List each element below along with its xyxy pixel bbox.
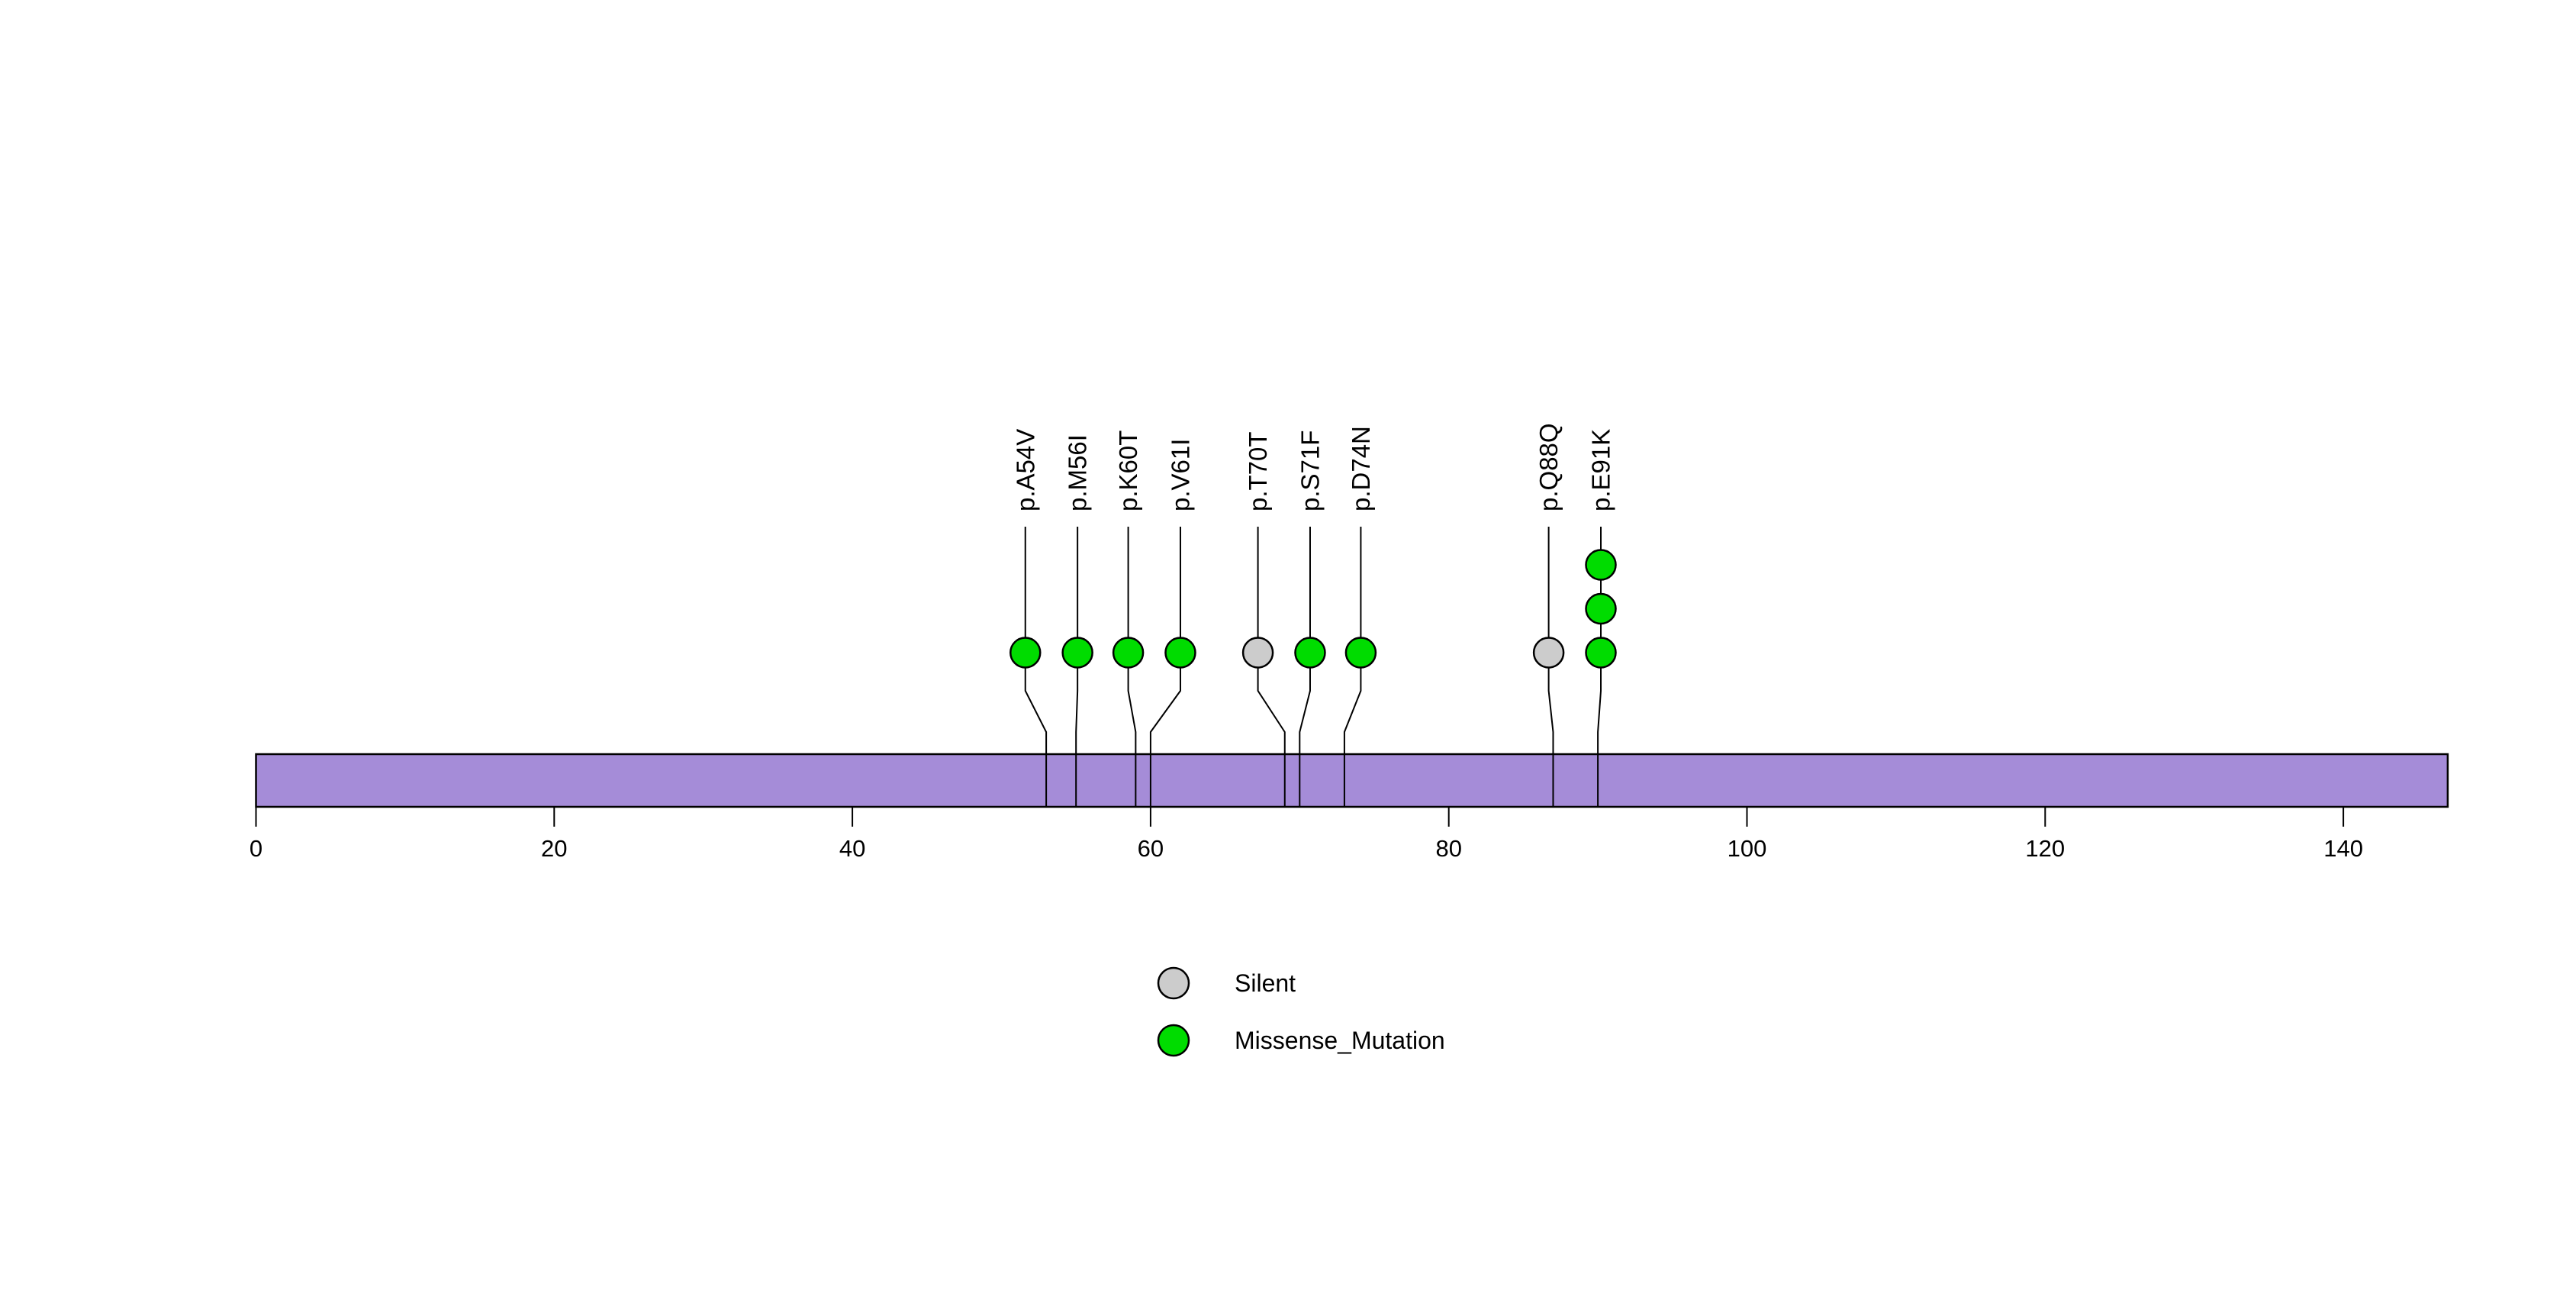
- lollipop-stem: [1149, 527, 1181, 807]
- lollipop-p.K60T: p.K60T: [1112, 431, 1145, 807]
- mutation-marker: [1532, 637, 1565, 669]
- mutation-label: p.A54V: [1011, 429, 1039, 511]
- lollipop-stem: [1024, 527, 1048, 807]
- lollipop-p.A54V: p.A54V: [1009, 429, 1048, 807]
- mutation-label: p.D74N: [1347, 426, 1375, 511]
- x-axis-tick-label: 80: [1435, 835, 1461, 862]
- x-axis-tick-label: 60: [1138, 835, 1164, 862]
- legend-label: Silent: [1235, 969, 1296, 997]
- lollipop-stem: [1343, 527, 1362, 807]
- x-axis: 0 20 40 60 80 100 120 140: [250, 807, 2363, 862]
- mutation-label: p.V61I: [1167, 439, 1195, 511]
- lollipop-p.Q88Q: p.Q88Q: [1532, 423, 1565, 807]
- x-axis-tick-label: 120: [2025, 835, 2065, 862]
- x-axis-tick-label: 40: [839, 835, 865, 862]
- mutation-label: p.S71F: [1296, 431, 1325, 511]
- lollipop-stem: [1547, 527, 1554, 807]
- lollipop-stem: [1299, 527, 1311, 807]
- x-axis-tick-label: 0: [250, 835, 262, 862]
- mutation-label: p.Q88Q: [1534, 423, 1563, 511]
- mutation-label: p.E91K: [1587, 429, 1615, 511]
- mutation-marker: [1009, 637, 1042, 669]
- lollipop-stem: [1075, 527, 1079, 807]
- lollipop-p.V61I: p.V61I: [1149, 439, 1196, 807]
- mutation-label: p.M56I: [1064, 434, 1092, 511]
- mutation-marker: [1344, 637, 1377, 669]
- mutation-label: p.T70T: [1244, 431, 1272, 511]
- mutation-marker: [1061, 637, 1093, 669]
- legend-marker-silent: [1157, 966, 1190, 1000]
- mutation-marker: [1112, 637, 1145, 669]
- mutation-marker: [1585, 549, 1617, 581]
- mutation-marker: [1164, 637, 1196, 669]
- lollipop-p.M56I: p.M56I: [1061, 434, 1093, 807]
- protein-domain-bar: [255, 753, 2449, 808]
- mutation-label: p.K60T: [1114, 431, 1142, 511]
- mutation-marker: [1241, 637, 1274, 669]
- lollipop-stem: [1257, 527, 1286, 807]
- x-axis-tick-label: 100: [1728, 835, 1767, 862]
- mutation-marker: [1294, 637, 1326, 669]
- legend-label: Missense_Mutation: [1235, 1027, 1445, 1054]
- mutation-marker: [1585, 637, 1617, 669]
- mutation-marker: [1585, 592, 1617, 625]
- lollipop-stem: [1127, 527, 1137, 807]
- lollipop-p.E91K: p.E91K: [1585, 429, 1617, 807]
- x-axis-tick-label: 140: [2323, 835, 2363, 862]
- lollipop-p.D74N: p.D74N: [1343, 426, 1377, 807]
- x-axis-tick-label: 20: [541, 835, 567, 862]
- lollipop-p.S71F: p.S71F: [1294, 431, 1326, 807]
- legend-marker-missense_mutation: [1157, 1024, 1190, 1057]
- lollipop-p.T70T: p.T70T: [1241, 431, 1286, 807]
